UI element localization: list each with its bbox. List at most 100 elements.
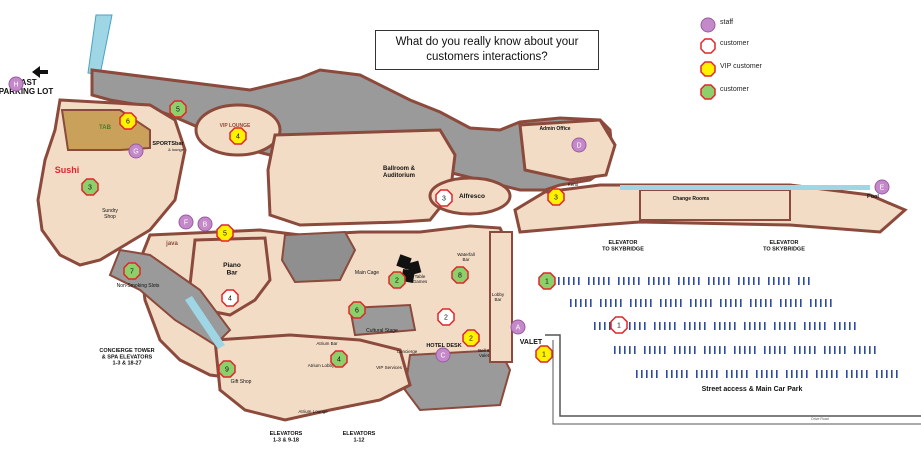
parking-bay bbox=[795, 299, 797, 307]
marker-label: 5 bbox=[176, 107, 180, 114]
label-tab: TAB bbox=[99, 125, 112, 131]
white-marker[interactable]: 3 bbox=[435, 189, 453, 207]
parking-bay bbox=[670, 299, 672, 307]
white-marker[interactable]: 4 bbox=[221, 289, 239, 307]
parking-bay bbox=[671, 370, 673, 378]
parking-bay bbox=[801, 370, 803, 378]
parking-bay bbox=[711, 370, 713, 378]
parking-bay bbox=[744, 346, 746, 354]
white-marker[interactable]: 2 bbox=[437, 308, 455, 326]
parking-bay bbox=[816, 370, 818, 378]
label-gift-shop: Gift Shop bbox=[231, 379, 252, 385]
green-marker[interactable]: 3 bbox=[81, 178, 99, 196]
label-main-cage: Main Cage bbox=[355, 270, 379, 276]
parking-bay bbox=[836, 370, 838, 378]
callout-line-1: What do you really know about your bbox=[395, 36, 579, 48]
parking-bay bbox=[761, 370, 763, 378]
marker-label: 5 bbox=[223, 231, 227, 238]
parking-bay bbox=[628, 277, 630, 285]
staff-marker[interactable]: E bbox=[874, 179, 890, 195]
parking-bay bbox=[648, 277, 650, 285]
staff-marker[interactable]: B bbox=[197, 216, 213, 232]
parking-bay bbox=[826, 370, 828, 378]
main-cage-block bbox=[280, 230, 357, 284]
parking-bay bbox=[739, 346, 741, 354]
parking-bay bbox=[593, 277, 595, 285]
parking-bay bbox=[779, 322, 781, 330]
legend-label: customer bbox=[720, 86, 749, 93]
label-non-smoking: Non-Smoking Slots bbox=[117, 283, 160, 289]
staff-marker[interactable]: C bbox=[435, 347, 451, 363]
green-marker[interactable]: 4 bbox=[330, 350, 348, 368]
staff-marker[interactable]: F bbox=[178, 214, 194, 230]
marker-label: D bbox=[576, 143, 581, 150]
parking-bay bbox=[859, 346, 861, 354]
parking-bay bbox=[645, 299, 647, 307]
vip-marker[interactable]: 3 bbox=[547, 188, 565, 206]
parking-bay bbox=[615, 299, 617, 307]
parking-bay bbox=[719, 322, 721, 330]
label-java: java bbox=[165, 241, 178, 247]
parking-bay bbox=[644, 346, 646, 354]
vip-marker[interactable]: 5 bbox=[216, 224, 234, 242]
marker-label: 6 bbox=[126, 119, 130, 126]
parking-bay bbox=[620, 299, 622, 307]
vip-marker[interactable]: 2 bbox=[462, 329, 480, 347]
green-marker[interactable]: 1 bbox=[538, 272, 556, 290]
cultural-stage-block bbox=[348, 303, 417, 337]
parking-bay bbox=[600, 299, 602, 307]
green-marker[interactable]: 9 bbox=[218, 360, 236, 378]
label-valet: VALET bbox=[520, 339, 543, 346]
parking-bay bbox=[714, 322, 716, 330]
staff-marker[interactable]: A bbox=[510, 319, 526, 335]
parking-bay bbox=[714, 346, 716, 354]
white-marker[interactable]: 1 bbox=[610, 316, 628, 334]
label-alfresco: Alfresco bbox=[459, 193, 485, 200]
parking-bay bbox=[580, 299, 582, 307]
parking-bay bbox=[636, 370, 638, 378]
marker-label: 1 bbox=[617, 323, 621, 330]
vip-marker[interactable]: 1 bbox=[535, 345, 553, 363]
parking-bay bbox=[693, 277, 695, 285]
parking-bay bbox=[649, 346, 651, 354]
green-marker[interactable]: 7 bbox=[123, 262, 141, 280]
green-marker[interactable]: 8 bbox=[451, 266, 469, 284]
parking-bay bbox=[573, 277, 575, 285]
green-marker[interactable]: 5 bbox=[169, 100, 187, 118]
staff-marker[interactable]: G bbox=[128, 143, 144, 159]
staff-marker[interactable]: D bbox=[571, 137, 587, 153]
parking-bay bbox=[688, 277, 690, 285]
vip-marker[interactable]: 4 bbox=[229, 127, 247, 145]
parking-bay bbox=[719, 346, 721, 354]
parking-bay bbox=[731, 370, 733, 378]
parking-bay bbox=[876, 370, 878, 378]
parking-bay bbox=[725, 299, 727, 307]
parking-bay bbox=[710, 299, 712, 307]
parking-bay bbox=[891, 370, 893, 378]
staff-marker[interactable]: H bbox=[8, 76, 24, 92]
parking-bay bbox=[713, 277, 715, 285]
parking-bay bbox=[783, 277, 785, 285]
parking-bay bbox=[590, 299, 592, 307]
parking-bay bbox=[675, 299, 677, 307]
marker-label: 9 bbox=[225, 367, 229, 374]
parking-bay bbox=[635, 299, 637, 307]
green-marker[interactable]: 6 bbox=[348, 301, 366, 319]
parking-bay bbox=[749, 346, 751, 354]
green-marker[interactable]: 2 bbox=[388, 271, 406, 289]
parking-bay bbox=[694, 346, 696, 354]
parking-bay bbox=[634, 346, 636, 354]
vip-marker[interactable]: 6 bbox=[119, 112, 137, 130]
marker-label: 2 bbox=[444, 315, 448, 322]
label-pool: Pool bbox=[867, 194, 879, 200]
parking-bay bbox=[588, 277, 590, 285]
marker-label: H bbox=[13, 82, 18, 89]
parking-bay bbox=[740, 299, 742, 307]
